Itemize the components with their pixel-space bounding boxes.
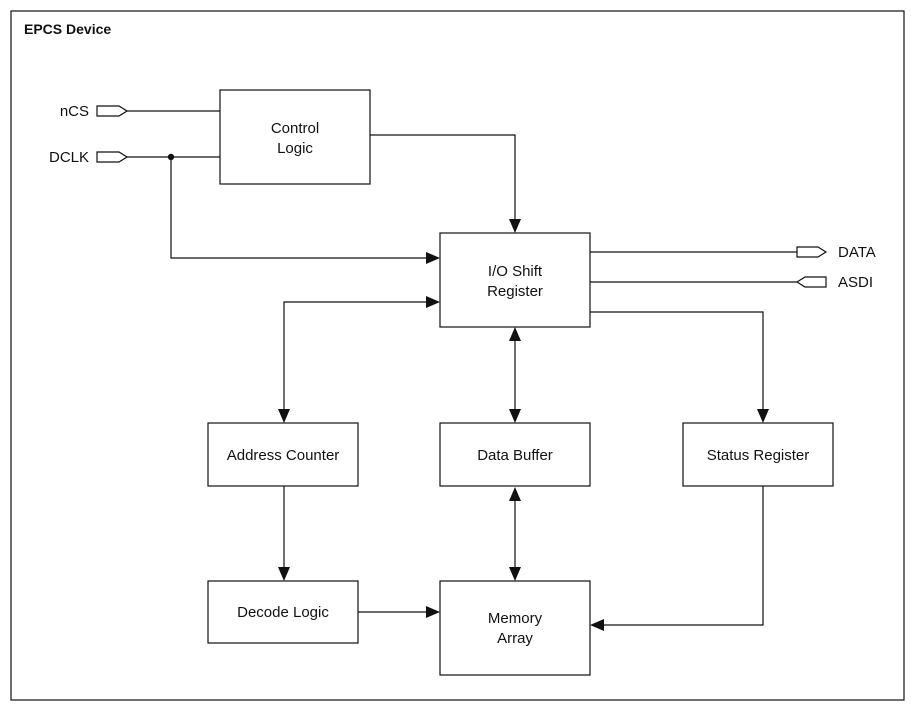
dclk-to-shift-wire — [170, 157, 426, 259]
memory-array-label-line2: Array — [497, 630, 533, 647]
control-logic-label-line2: Logic — [277, 140, 313, 157]
decode-logic-label: Decode Logic — [237, 604, 329, 621]
buffer-to-memory-arrowhead — [509, 567, 521, 581]
memory-array-label-line1: Memory — [488, 610, 543, 627]
data-buffer-label: Data Buffer — [477, 447, 553, 464]
ncs-pin-label: nCS — [60, 103, 89, 120]
ncs-input-pin-icon — [96, 105, 129, 117]
data-pin-label: DATA — [838, 244, 876, 261]
address-to-decode-arrowhead — [278, 567, 290, 581]
address-to-shift-arrowhead — [426, 296, 440, 308]
data-buffer-block: Data Buffer — [439, 422, 591, 487]
address-counter-block: Address Counter — [207, 422, 359, 487]
control-to-shift-arrowhead — [509, 219, 521, 233]
shift-to-buffer-arrowhead — [509, 409, 521, 423]
asdi-input-pin-icon — [795, 276, 827, 288]
dclk-pin-label: DCLK — [49, 149, 89, 166]
data-output-pin-icon — [796, 246, 828, 258]
dclk-to-shift-arrowhead — [426, 252, 440, 264]
shift-to-status-wire — [590, 311, 764, 409]
status-to-memory-arrowhead — [590, 619, 604, 631]
buffer-to-shift-arrowhead — [509, 327, 521, 341]
io-shift-register-label-line2: Register — [487, 283, 543, 300]
address-counter-label: Address Counter — [227, 447, 340, 464]
shift-to-status-arrowhead — [757, 409, 769, 423]
device-frame — [10, 10, 905, 701]
io-shift-register-block: I/O Shift Register — [439, 232, 591, 328]
shift-to-address-arrowhead — [278, 409, 290, 423]
io-shift-register-label-line1: I/O Shift — [488, 263, 543, 280]
status-to-memory-wire — [604, 486, 764, 626]
control-logic-block: Control Logic — [219, 89, 371, 185]
memory-to-buffer-arrowhead — [509, 487, 521, 501]
memory-array-block: Memory Array — [439, 580, 591, 676]
dclk-input-pin-icon — [96, 151, 129, 163]
control-logic-label-line1: Control — [271, 120, 319, 137]
decode-to-memory-arrowhead — [426, 606, 440, 618]
device-title: EPCS Device — [24, 21, 111, 37]
status-register-label: Status Register — [707, 447, 810, 464]
address-shift-wire — [283, 301, 426, 409]
decode-logic-block: Decode Logic — [207, 580, 359, 644]
status-register-block: Status Register — [682, 422, 834, 487]
control-to-shift-wire — [370, 134, 516, 219]
asdi-pin-label: ASDI — [838, 274, 873, 291]
